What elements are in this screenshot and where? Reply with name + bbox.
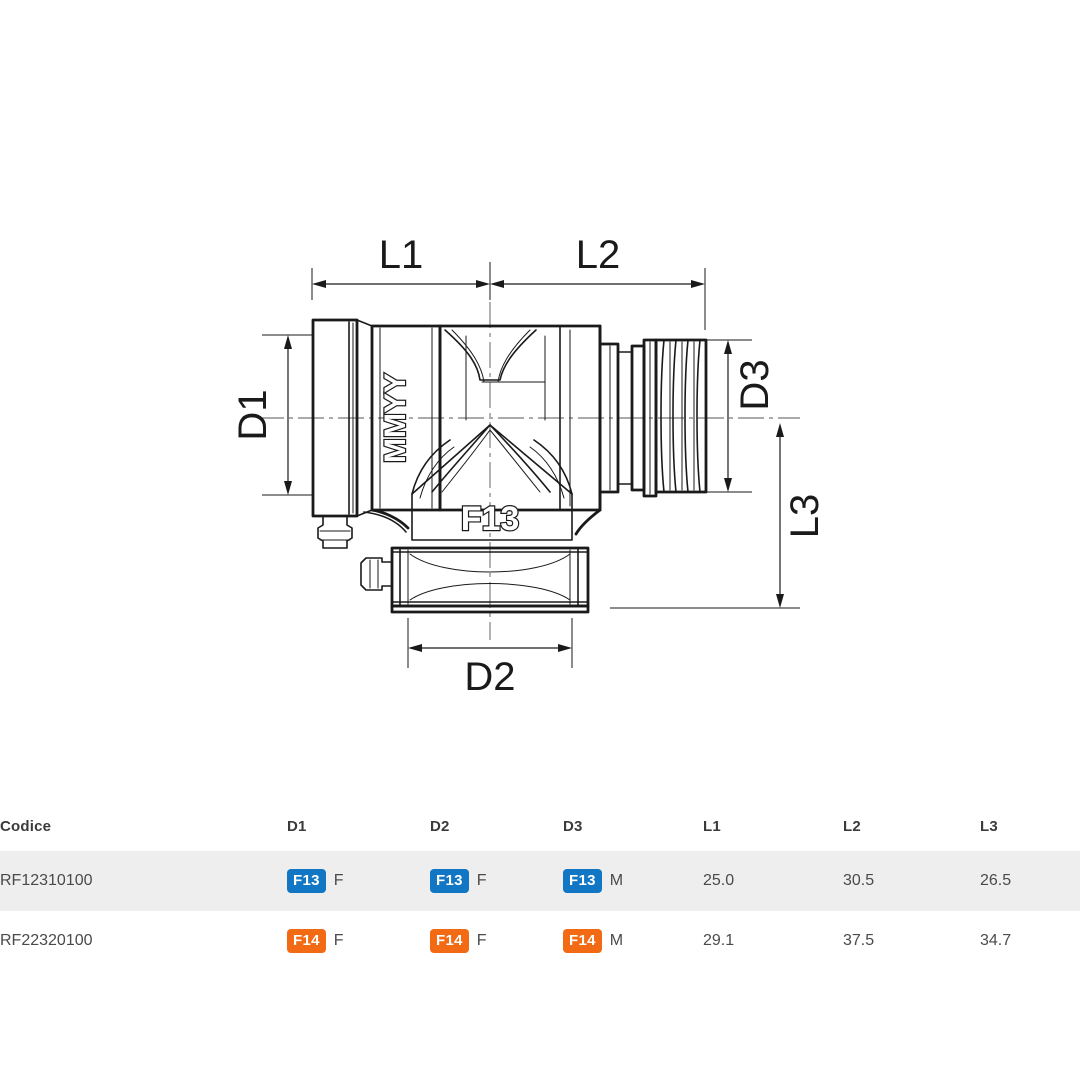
dimension-label-l2: L2 [576, 233, 621, 277]
dimension-label-d3: D3 [733, 359, 777, 410]
size-badge: F14 [287, 929, 326, 953]
cell-d3: F13 M [563, 851, 703, 911]
value-l2: 30.5 [843, 872, 875, 889]
value-l2: 37.5 [843, 932, 875, 949]
spec-table: Codice D1 D2 D3 L1 L2 L3 RF12310100 F13 … [0, 800, 1080, 971]
size-badge: F14 [430, 929, 469, 953]
dimension-label-l3: L3 [783, 494, 827, 539]
column-header-l3: L3 [980, 818, 998, 835]
cell-l3: 34.7 [980, 911, 1080, 971]
cell-l1: 29.1 [703, 911, 843, 971]
column-header-d1: D1 [287, 818, 307, 835]
cell-d1: F14 F [287, 911, 430, 971]
date-code-outline: MMYY [379, 373, 412, 463]
thread-type: M [609, 932, 624, 949]
value-l1: 29.1 [703, 932, 735, 949]
cell-d2: F13 F [430, 851, 563, 911]
product-code: RF22320100 [0, 932, 93, 949]
value-l3: 34.7 [980, 932, 1012, 949]
table-row[interactable]: RF22320100 F14 F F14 F F14 [0, 911, 1080, 971]
dimension-label-d2: D2 [464, 655, 515, 699]
cell-d3: F14 M [563, 911, 703, 971]
cell-code: RF12310100 [0, 851, 287, 911]
size-badge: F13 [287, 869, 326, 893]
cell-code: RF22320100 [0, 911, 287, 971]
dimension-d1: D1 [231, 334, 312, 496]
size-badge: F13 [430, 869, 469, 893]
specification-table: Codice D1 D2 D3 L1 L2 L3 RF12310100 F13 … [0, 800, 1080, 971]
cell-l3: 26.5 [980, 851, 1080, 911]
dimension-l3: L3 [610, 423, 827, 609]
size-badge: F13 [563, 869, 602, 893]
thread-type: M [609, 872, 624, 889]
dimension-l2: L2 [490, 233, 706, 330]
cell-l1: 25.0 [703, 851, 843, 911]
dimension-label-l1: L1 [379, 233, 424, 277]
column-header-d3: D3 [563, 818, 583, 835]
value-l1: 25.0 [703, 872, 735, 889]
main-body [363, 324, 602, 541]
column-header-l2: L2 [843, 818, 861, 835]
fitting-drawing-svg: L1 L2 D1 D3 [231, 233, 827, 699]
dimension-d2: D2 [407, 618, 573, 699]
date-code-marking: MMYY MMYY [378, 372, 413, 464]
product-code: RF12310100 [0, 872, 93, 889]
series-mark-outline: F13 [461, 500, 520, 538]
dimension-d3: D3 [672, 339, 777, 493]
size-badge: F14 [563, 929, 602, 953]
cell-d2: F14 F [430, 911, 563, 971]
cell-d1: F13 F [287, 851, 430, 911]
bottom-port [360, 546, 590, 614]
table-header-row: Codice D1 D2 D3 L1 L2 L3 [0, 800, 1080, 851]
technical-drawing: L1 L2 D1 D3 [231, 233, 827, 699]
value-l3: 26.5 [980, 872, 1012, 889]
thread-type: F [333, 872, 344, 889]
cell-l2: 30.5 [843, 851, 980, 911]
column-header-d2: D2 [430, 818, 450, 835]
thread-type: F [476, 932, 487, 949]
date-code-fill: MMYY [379, 373, 412, 463]
right-male-nipple [598, 338, 708, 498]
series-mark-fill: F13 [461, 500, 520, 538]
cell-l2: 37.5 [843, 911, 980, 971]
series-marking: F13 F13 [460, 499, 521, 539]
dimension-label-d1: D1 [231, 389, 275, 440]
table-row[interactable]: RF12310100 F13 F F13 F F13 [0, 851, 1080, 911]
column-header-codice: Codice [0, 818, 52, 835]
thread-type: F [333, 932, 344, 949]
thread-type: F [476, 872, 487, 889]
dimension-l1: L1 [311, 233, 491, 300]
column-header-l1: L1 [703, 818, 721, 835]
